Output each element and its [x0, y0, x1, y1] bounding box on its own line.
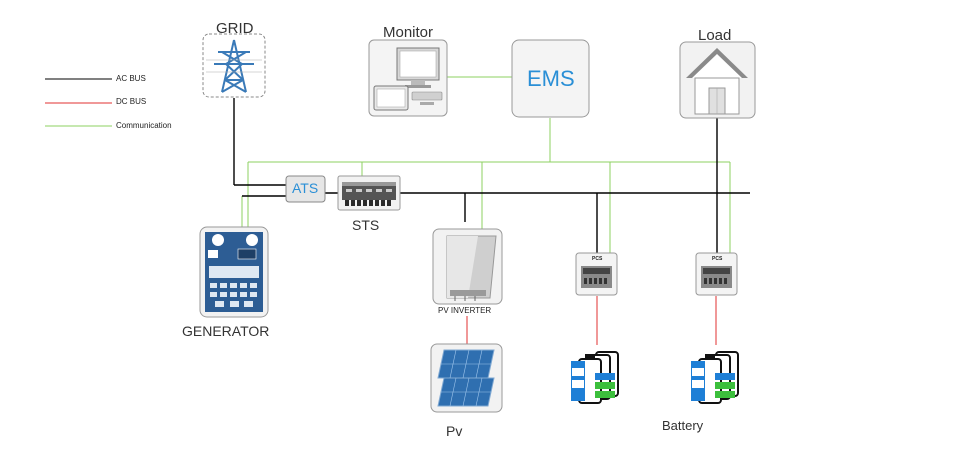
load-node — [679, 41, 756, 119]
grid-box — [202, 33, 266, 98]
pcs-2-node — [695, 252, 738, 296]
generator-node — [199, 226, 269, 318]
legend-ac-bus-label: AC BUS — [116, 74, 146, 83]
grid-node — [202, 33, 266, 98]
pv-label: Pv — [446, 423, 463, 439]
legend — [45, 78, 112, 127]
monitor-node — [368, 39, 448, 117]
sts-label: STS — [352, 217, 380, 233]
legend-dc-bus-label: DC BUS — [116, 97, 147, 106]
inverter-icon — [446, 235, 497, 301]
pcs-1-node — [575, 252, 618, 296]
generator-label: GENERATOR — [182, 323, 270, 339]
grid-label: GRID — [216, 20, 254, 37]
ats-label: ATS — [292, 180, 319, 196]
switch-rack-icon — [337, 175, 401, 211]
ems-label: EMS — [527, 66, 575, 91]
pv-node — [430, 343, 503, 413]
communication-lines — [241, 76, 731, 255]
battery-pack-icon — [691, 351, 739, 404]
generator-controller-icon — [205, 232, 263, 312]
battery-pack-icon — [571, 351, 619, 404]
pcs-2-label: PCS — [712, 256, 723, 262]
pv-inverter-node — [432, 228, 503, 305]
monitor-label: Monitor — [383, 24, 434, 41]
pcs-1-label: PCS — [592, 256, 603, 262]
load-label: Load — [698, 27, 732, 44]
pcs-unit-icon — [581, 266, 612, 288]
sts-node — [337, 175, 401, 211]
battery-label: Battery — [662, 418, 704, 433]
solar-panel-icon — [437, 349, 495, 407]
pcs-unit-icon — [701, 266, 732, 288]
ems-box — [511, 39, 590, 118]
pv-inverter-label: PV INVERTER — [438, 306, 492, 315]
house-icon — [686, 48, 748, 115]
legend-communication-label: Communication — [116, 121, 172, 130]
computer-monitor-icon — [373, 47, 443, 111]
ats-box — [285, 175, 326, 203]
dc-bus-lines — [466, 296, 717, 345]
